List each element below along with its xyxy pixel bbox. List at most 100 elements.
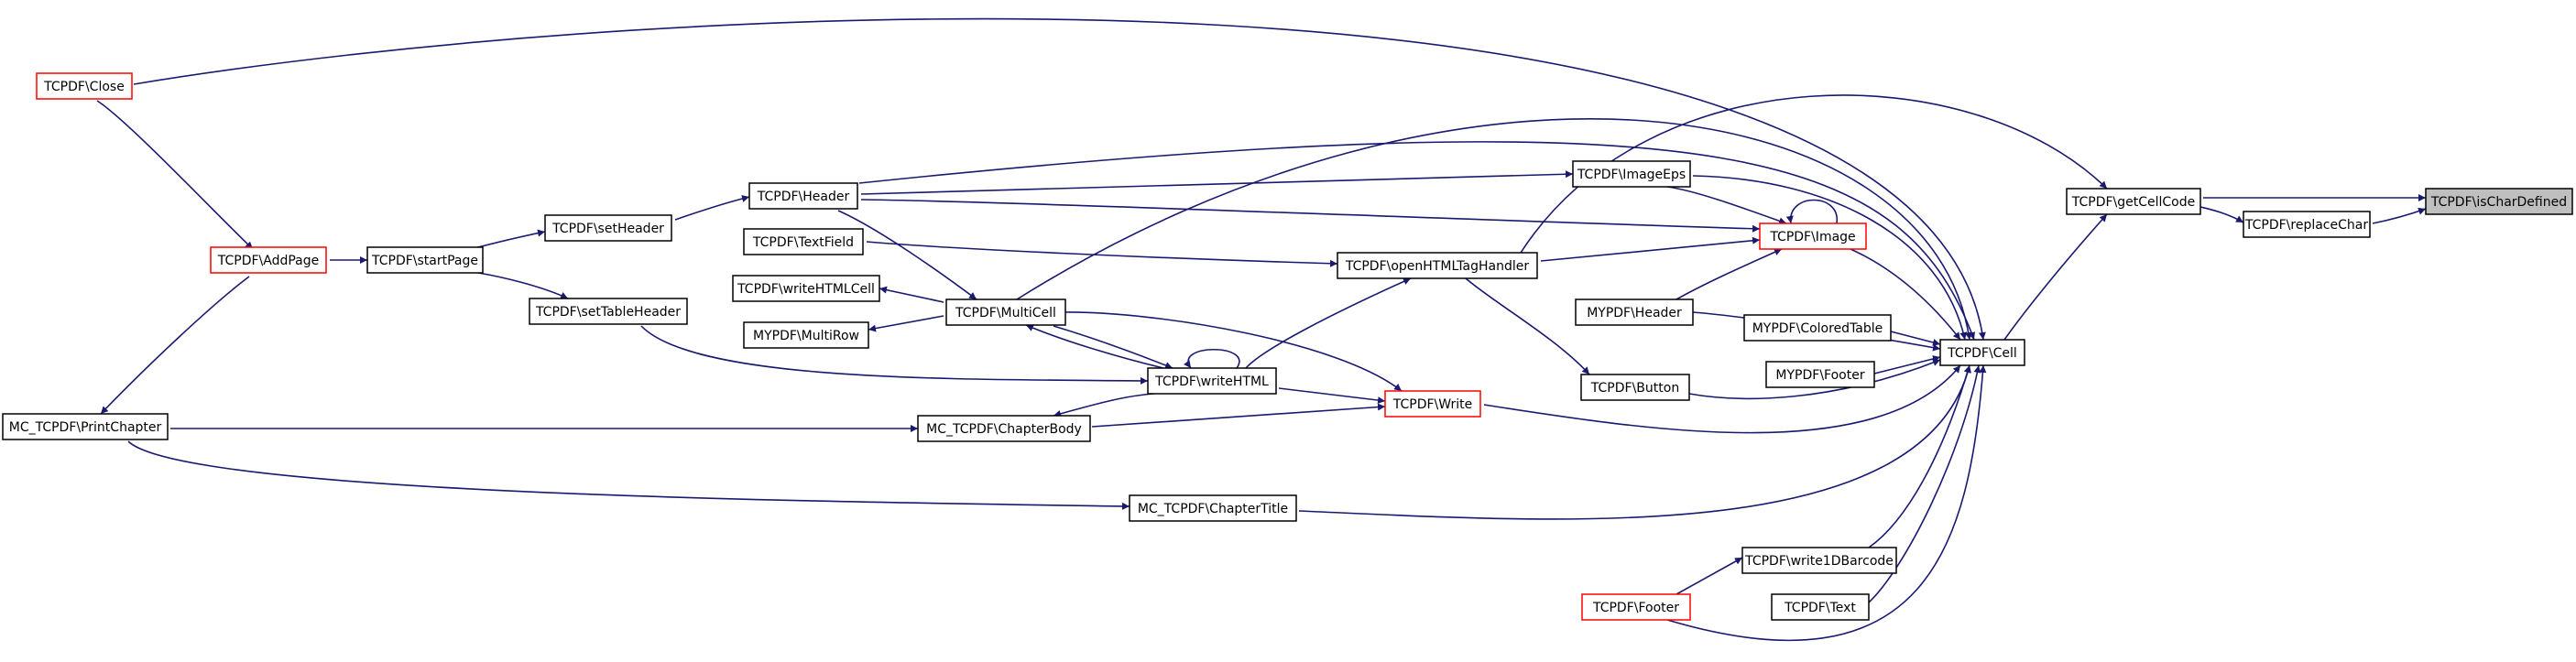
node-label: MYPDF\Footer	[1775, 368, 1864, 383]
node-writehtmlcell[interactable]: TCPDF\writeHTMLCell	[732, 275, 880, 302]
edges-layer	[96, 17, 2427, 642]
node-label: TCPDF\writeHTML	[1154, 374, 1269, 389]
node-box	[1337, 252, 1538, 279]
node-label: TCPDF\isCharDefined	[2430, 195, 2567, 210]
node-box	[2425, 188, 2573, 215]
edge-writehtml-settableheader	[640, 325, 1149, 385]
edge-writehtml-writehtml	[1184, 349, 1240, 369]
node-box	[1765, 361, 1875, 388]
node-coloredtable[interactable]: MYPDF\ColoredTable	[1743, 314, 1892, 342]
node-replacechar[interactable]: TCPDF\replaceChar	[2243, 211, 2371, 238]
node-box	[544, 214, 672, 242]
node-write[interactable]: TCPDF\Write	[1384, 390, 1481, 418]
node-ischardefined[interactable]: TCPDF\isCharDefined	[2425, 188, 2573, 215]
node-label: TCPDF\startPage	[371, 254, 478, 268]
node-box	[917, 415, 1091, 442]
node-close[interactable]: TCPDF\Close	[36, 72, 133, 100]
edge-image-openhtml	[1540, 236, 1761, 262]
node-label: TCPDF\Header	[757, 190, 850, 204]
node-label: TCPDF\Button	[1590, 381, 1679, 396]
node-box	[748, 182, 858, 210]
node-box	[210, 246, 327, 274]
edge-setheader-startpage	[470, 229, 546, 250]
node-openhtml[interactable]: TCPDF\openHTMLTagHandler	[1337, 252, 1538, 279]
node-label: TCPDF\getCellCode	[2071, 195, 2196, 210]
node-writehtml[interactable]: TCPDF\writeHTML	[1147, 367, 1277, 395]
edge-getcellcode-cell	[2003, 213, 2108, 341]
node-box	[1939, 339, 2025, 366]
edge-write-multicell	[1064, 311, 1403, 392]
edge-addpage-close	[96, 100, 254, 250]
edge-cell-image	[1850, 248, 1961, 341]
node-label: MC_TCPDF\ChapterBody	[926, 422, 1082, 437]
edge-cell-imageeps	[1692, 175, 1968, 341]
edge-image-myheader	[1675, 248, 1783, 300]
node-box	[1743, 314, 1892, 342]
node-cell[interactable]: TCPDF\Cell	[1939, 339, 2025, 366]
node-startpage[interactable]: TCPDF\startPage	[366, 246, 484, 274]
node-label: TCPDF\setHeader	[551, 222, 664, 236]
node-imageeps[interactable]: TCPDF\ImageEps	[1572, 160, 1691, 188]
edge-openhtml-writehtml	[1245, 277, 1412, 369]
node-box	[1129, 494, 1297, 522]
node-box	[1384, 390, 1481, 418]
edge-replacechar-getcellcode	[2199, 206, 2244, 223]
edge-header-setheader	[674, 195, 750, 221]
node-label: TCPDF\MultiCell	[955, 306, 1056, 320]
edge-button-openhtml	[1465, 277, 1590, 375]
node-label: MYPDF\ColoredTable	[1752, 321, 1883, 336]
edge-write-chapterbody	[1091, 403, 1386, 428]
node-label: MYPDF\MultiRow	[753, 329, 859, 343]
node-getcellcode[interactable]: TCPDF\getCellCode	[2066, 188, 2201, 215]
node-button[interactable]: TCPDF\Button	[1580, 374, 1690, 401]
node-myfooter[interactable]: MYPDF\Footer	[1765, 361, 1875, 388]
edge-cell-footer	[1666, 364, 1987, 642]
node-label: TCPDF\AddPage	[217, 254, 320, 268]
edge-printchapter-addpage	[100, 276, 250, 415]
node-box	[743, 228, 864, 255]
node-label: TCPDF\Cell	[1947, 346, 2017, 361]
edge-image-header	[860, 199, 1761, 233]
node-textfield[interactable]: TCPDF\TextField	[743, 228, 864, 255]
node-image[interactable]: TCPDF\Image	[1759, 222, 1867, 250]
node-myheader[interactable]: MYPDF\Header	[1575, 298, 1694, 326]
edge-cell-write1d	[1868, 364, 1971, 548]
node-footer[interactable]: TCPDF\Footer	[1581, 593, 1691, 621]
node-settableheader[interactable]: TCPDF\setTableHeader	[529, 298, 688, 325]
node-write1d[interactable]: TCPDF\write1DBarcode	[1741, 547, 1897, 574]
node-box	[1572, 160, 1691, 188]
node-label: TCPDF\Footer	[1592, 601, 1679, 615]
edge-settableheader-startpage	[477, 272, 569, 299]
node-label: MC_TCPDF\PrintChapter	[9, 420, 162, 435]
node-label: TCPDF\Text	[1784, 601, 1856, 615]
edge-multicell-header	[837, 210, 977, 300]
node-header[interactable]: TCPDF\Header	[748, 182, 858, 210]
node-label: MC_TCPDF\ChapterTitle	[1138, 502, 1288, 516]
node-box	[743, 321, 869, 349]
edge-cell-myfooter	[1873, 355, 1941, 374]
node-box	[1575, 298, 1694, 326]
node-text[interactable]: TCPDF\Text	[1771, 593, 1870, 621]
node-chapterbody[interactable]: MC_TCPDF\ChapterBody	[917, 415, 1091, 442]
node-setheader[interactable]: TCPDF\setHeader	[544, 214, 672, 242]
node-box	[2243, 211, 2371, 238]
node-label: TCPDF\ImageEps	[1577, 168, 1686, 182]
edge-cell-text	[1868, 364, 1981, 603]
edge-imageeps-header	[860, 170, 1574, 195]
edge-chapterbody-writehtml	[1053, 393, 1155, 418]
node-box	[2066, 188, 2201, 215]
node-addpage[interactable]: TCPDF\AddPage	[210, 246, 327, 274]
node-printchapter[interactable]: MC_TCPDF\PrintChapter	[2, 413, 169, 440]
node-chaptertitle[interactable]: MC_TCPDF\ChapterTitle	[1129, 494, 1297, 522]
node-box	[366, 246, 484, 274]
edge-chaptertitle-printchapter	[127, 440, 1130, 510]
node-multicell[interactable]: TCPDF\MultiCell	[945, 298, 1066, 326]
node-label: TCPDF\TextField	[752, 235, 854, 250]
node-myrow[interactable]: MYPDF\MultiRow	[743, 321, 869, 349]
node-box	[529, 298, 688, 325]
node-label: TCPDF\setTableHeader	[535, 305, 681, 320]
edge-cell-chaptertitle	[1298, 364, 1971, 520]
node-box	[945, 298, 1066, 326]
